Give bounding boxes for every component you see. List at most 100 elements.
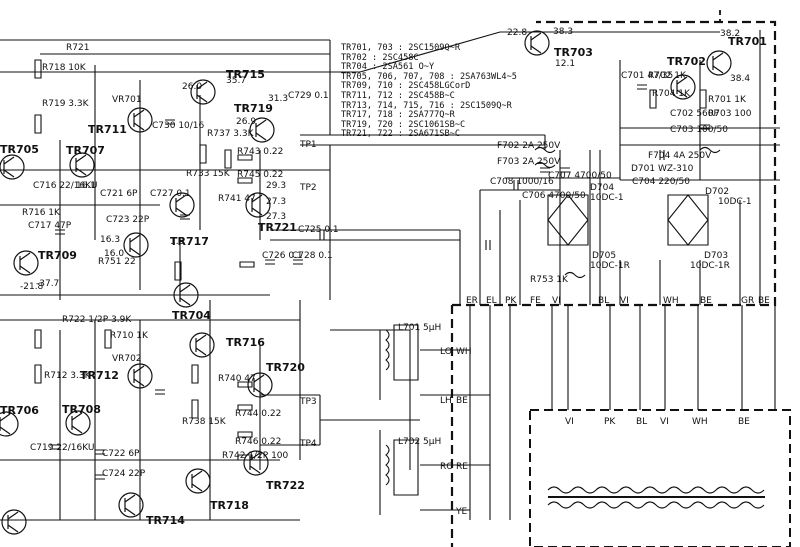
label-d704-type: 10DC-1 — [590, 193, 624, 203]
output-lo: LO — [440, 347, 452, 357]
label-tp2: TP2 — [300, 183, 317, 193]
label-f704: F704 4A 250V — [648, 151, 712, 161]
legend-line: TR719, 720 : 2SC1061SB~C — [341, 119, 466, 130]
node-tag: 38.4 — [730, 74, 751, 84]
node-tag: 26.9 — [236, 117, 257, 127]
transistor-tr711 — [128, 108, 152, 132]
connector-lower-bl: BL — [636, 417, 648, 427]
chassis-boundary-top — [452, 22, 775, 305]
transistor-tr717 — [170, 193, 194, 217]
label-r721: R721 — [66, 43, 90, 53]
label-tp4: TP4 — [300, 439, 317, 449]
label-r753: R753 1K — [530, 275, 568, 285]
transistor-tr709 — [14, 251, 38, 275]
label-c707: C707 4700/50 — [548, 171, 612, 181]
label-tr712: TR712 — [80, 369, 119, 382]
label-d702: D702 — [705, 187, 730, 197]
legend-line: TR701, 703 : 2SC1509Q~R — [341, 43, 460, 53]
coil-l702 — [386, 445, 389, 485]
label-l701: L701 5μH — [398, 323, 442, 333]
transistor-tr704 — [174, 283, 198, 307]
node-tag: 12.1 — [555, 59, 576, 69]
node-tag: 38.2 — [720, 29, 741, 39]
label-c708: C708 1000/16 — [490, 177, 554, 187]
node-tag: 16.0 — [104, 249, 125, 259]
transistor-tr707 — [70, 153, 94, 177]
transistor-tr718 — [186, 469, 210, 493]
label-r742: R742 1/2P 100 — [222, 451, 289, 461]
label-tr718: TR718 — [210, 499, 249, 512]
connector-vi-2: VI — [620, 296, 629, 306]
label-c727: C727 0.1 — [150, 189, 191, 199]
legend-line: TR704 : 2SA561 O~Y — [341, 62, 435, 73]
label-d705: D705 — [592, 251, 617, 261]
label-c730: C730 10/16 — [152, 121, 205, 131]
label-c701: C701 47/35 — [621, 71, 674, 81]
transistor-tr712 — [128, 364, 152, 388]
output-ye: YE — [456, 507, 468, 517]
transistor-tr703 — [525, 31, 549, 55]
transistor-tr708 — [66, 411, 90, 435]
label-r704: R704 1K — [652, 89, 690, 99]
label-r710: R710 1K — [110, 331, 148, 341]
label-c717: C717 47P — [28, 221, 72, 231]
label-r733: R733 15K — [186, 169, 230, 179]
connector-vi: VI — [552, 296, 561, 306]
legend-line: TR705, 706, 707, 708 : 2SA763WL4~5 — [341, 71, 517, 82]
label-tr717: TR717 — [170, 235, 209, 248]
label-tr715: TR715 — [226, 68, 265, 81]
label-tr716: TR716 — [226, 336, 265, 349]
label-tr708: TR708 — [62, 403, 101, 416]
transistor-tr719 — [250, 118, 274, 142]
legend-line: TR702 : 2SC458C — [341, 52, 419, 63]
label-r751: R751 22 — [98, 257, 136, 267]
label-tr704: TR704 — [172, 309, 211, 322]
node-tag: 27.3 — [266, 212, 287, 222]
node-tag: 29.3 — [266, 181, 287, 191]
connector-lower-vi-2: VI — [660, 417, 669, 427]
label-d703-type: 10DC-1R — [690, 261, 730, 271]
connector-gr: GR — [741, 296, 755, 306]
label-r740: R740 47 — [218, 374, 256, 384]
connector-lower-vi: VI — [565, 417, 574, 427]
label-tr701: TR701 — [728, 35, 767, 48]
transistor-tr721 — [246, 193, 270, 217]
coil-l701 — [386, 330, 389, 370]
output-be: BE — [456, 396, 468, 406]
legend-line: TR711, 712 : 2SC458B~C — [341, 90, 455, 101]
label-c726: C726 0.1 — [262, 251, 303, 261]
node-tag: 26.0 — [182, 82, 203, 92]
connector-er: ER — [466, 296, 478, 306]
bridge-rectifier-right — [668, 195, 708, 245]
connector-pk: PK — [505, 296, 517, 306]
legend-line: TR709, 710 : 2SC458LGCorD — [341, 81, 471, 92]
label-r738: R738 15K — [182, 417, 226, 427]
connector-wh: WH — [663, 296, 679, 306]
output-ro: RO — [440, 462, 454, 472]
legend-line: TR721, 722 : 2SA671SB~C — [341, 129, 460, 140]
label-c716: C716 22/16KU — [33, 181, 98, 191]
transistor-tr713 — [124, 233, 148, 257]
label-f703: F703 2A 250V — [497, 157, 561, 167]
label-r746: R746 0.22 — [235, 437, 282, 447]
node-tag: 1.8 — [170, 237, 185, 247]
label-c719: C719 22/16KU — [30, 443, 95, 453]
node-tag: -37.7 — [36, 279, 60, 289]
transformer-box — [530, 410, 790, 547]
transistor-tr701 — [707, 51, 731, 75]
label-r722: R722 1/2P 3.9K — [62, 315, 132, 325]
label-c722: C722 6P — [102, 449, 140, 459]
label-d703: D703 — [704, 251, 729, 261]
label-d704: D704 — [590, 183, 615, 193]
label-c725: C725 0.1 — [298, 225, 339, 235]
label-tp1: TP1 — [300, 140, 317, 150]
label-d702-type: 10DC-1 — [718, 197, 752, 207]
transistor-tr705 — [0, 155, 24, 179]
label-r701: R701 1K — [708, 95, 746, 105]
label-r744: R744 0.22 — [235, 409, 282, 419]
label-tr706: TR706 — [0, 404, 39, 417]
label-r703: R703 100 — [708, 109, 752, 119]
label-tr714: TR714 — [146, 514, 185, 527]
connector-lower-wh: WH — [692, 417, 708, 427]
